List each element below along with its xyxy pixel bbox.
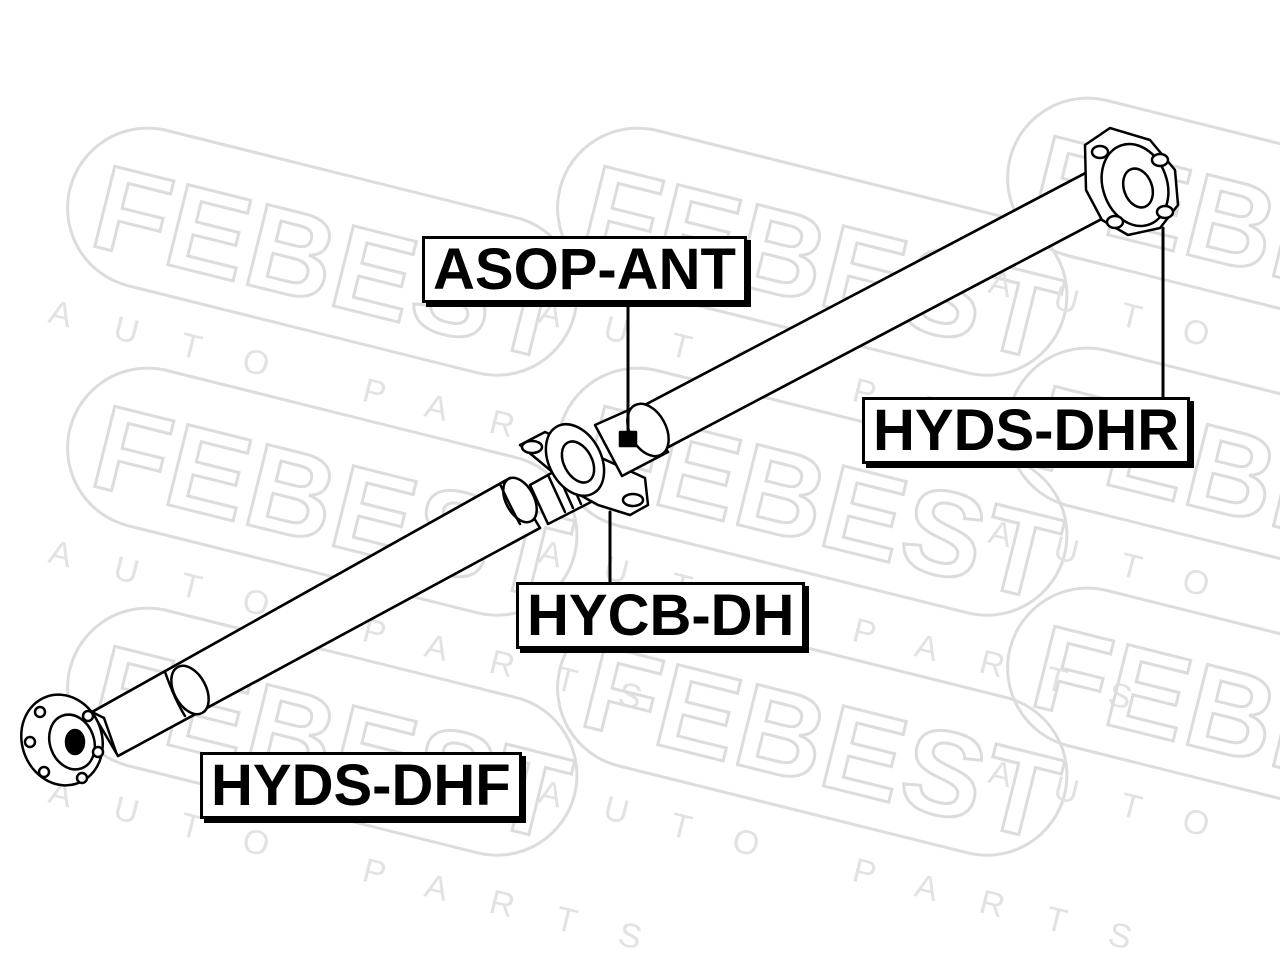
watermark-oval [1006,96,1280,347]
front-flex-disc [20,693,118,787]
watermark-oval [556,606,1069,857]
label-hycb-dh: HYCB-DH [516,582,806,649]
center-bearing-assembly [518,402,670,526]
watermark-oval [1006,586,1280,837]
leader-lines [608,226,1165,584]
front-shaft-tube [90,476,542,758]
label-hyds-dhf: HYDS-DHF [200,752,522,819]
label-hyds-dhr: HYDS-DHR [862,397,1191,464]
label-asop-ant: ASOP-ANT [422,236,747,303]
watermark-oval [66,126,579,377]
rear-flex-disc [1083,126,1180,237]
watermark-oval [66,366,579,617]
